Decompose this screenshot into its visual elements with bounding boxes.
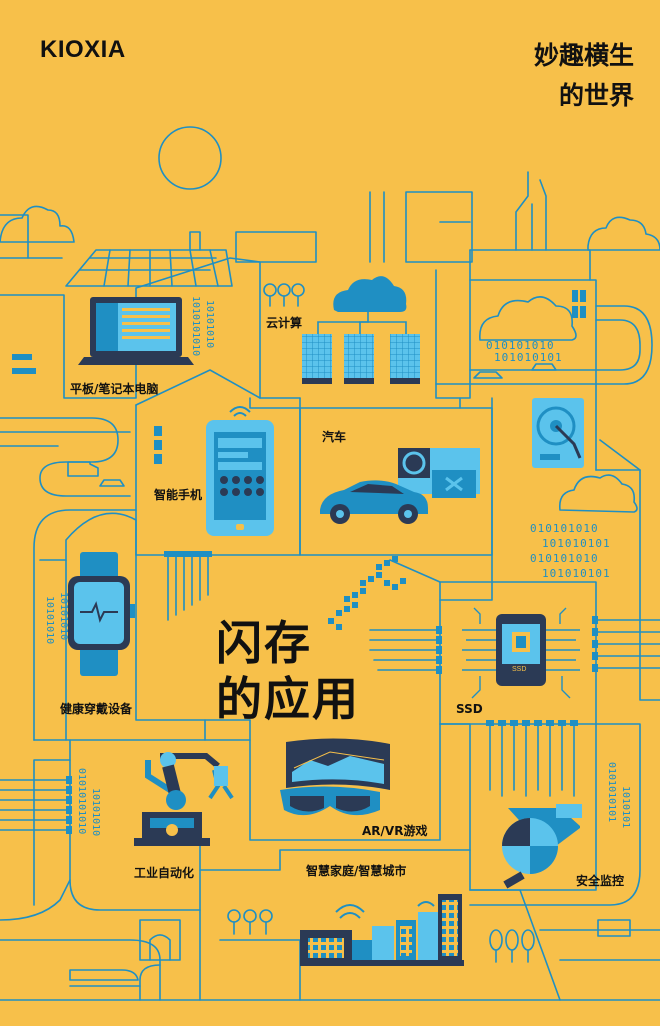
binary-laptop-2: 10101010 <box>204 300 215 349</box>
car-icon <box>473 371 503 379</box>
label-cloud-computing: 云计算 <box>266 316 303 330</box>
label-ssd: SSD <box>456 702 483 716</box>
label-wearable: 健康穿戴设备 <box>60 702 133 716</box>
binary-ssd-4: 101010101 <box>542 567 611 580</box>
truck-icon <box>67 461 99 477</box>
cloud-icon <box>479 296 577 341</box>
headline: 闪存 的应用 <box>216 615 360 727</box>
brand-logo: KIOXIA <box>40 36 126 63</box>
binary-security-2: 1010101 <box>620 786 631 829</box>
car-icon <box>99 479 125 487</box>
binary-wearable-1: 10101010 <box>44 596 55 645</box>
binary-ssd-3: 010101010 <box>530 552 599 565</box>
label-laptop: 平板/笔记本电脑 <box>70 382 159 396</box>
car-icon <box>320 448 480 524</box>
train-icon <box>69 969 139 981</box>
smart-city-icon <box>300 894 464 966</box>
binary-ssd-1: 010101010 <box>530 522 599 535</box>
ssd-chip-label: SSD <box>512 666 527 673</box>
binary-laptop-1: 1010101010 <box>190 296 201 357</box>
hard-drive-icon <box>532 398 584 468</box>
cloud-icon <box>587 216 660 251</box>
laptop-icon <box>78 297 194 365</box>
binary-cloud-1: 010101010 <box>486 339 555 352</box>
smartwatch-icon <box>68 552 135 676</box>
headline-line-2: 的应用 <box>216 672 360 726</box>
tagline-line-1: 妙趣横生 <box>533 41 634 70</box>
binary-robot-1: 01010101010 <box>76 768 87 835</box>
binary-ssd-2: 101010101 <box>542 537 611 550</box>
cloud-icon <box>558 474 638 513</box>
tagline-line-2: 的世界 <box>558 81 634 110</box>
label-industrial-automation: 工业自动化 <box>134 866 195 880</box>
binary-robot-2: 10101010 <box>90 788 101 837</box>
binary-security-1: 0101010101 <box>606 762 617 823</box>
cloud-computing-icon <box>302 276 420 384</box>
ssd-chip-icon <box>462 607 580 699</box>
headline-line-1: 闪存 <box>216 616 312 670</box>
vr-headset-icon <box>280 738 390 816</box>
binary-cloud-2: 101010101 <box>494 351 563 364</box>
cloud-icon <box>0 205 75 243</box>
security-camera-icon <box>502 804 582 889</box>
truck-icon <box>597 919 631 937</box>
label-smart-city: 智慧家庭/智慧城市 <box>306 864 407 878</box>
tagline: 妙趣横生 的世界 <box>534 36 634 116</box>
robot-arm-icon <box>134 752 234 846</box>
car-icon <box>531 363 557 371</box>
binary-wearable-2: 10101010 <box>58 592 69 641</box>
sun-icon <box>158 126 222 190</box>
label-smartphone: 智能手机 <box>154 488 203 502</box>
smartphone-icon <box>154 406 274 536</box>
data-pixels <box>328 556 406 630</box>
label-security: 安全监控 <box>576 874 625 888</box>
label-ar-vr: AR/VR游戏 <box>362 824 428 838</box>
label-car: 汽车 <box>322 430 347 444</box>
